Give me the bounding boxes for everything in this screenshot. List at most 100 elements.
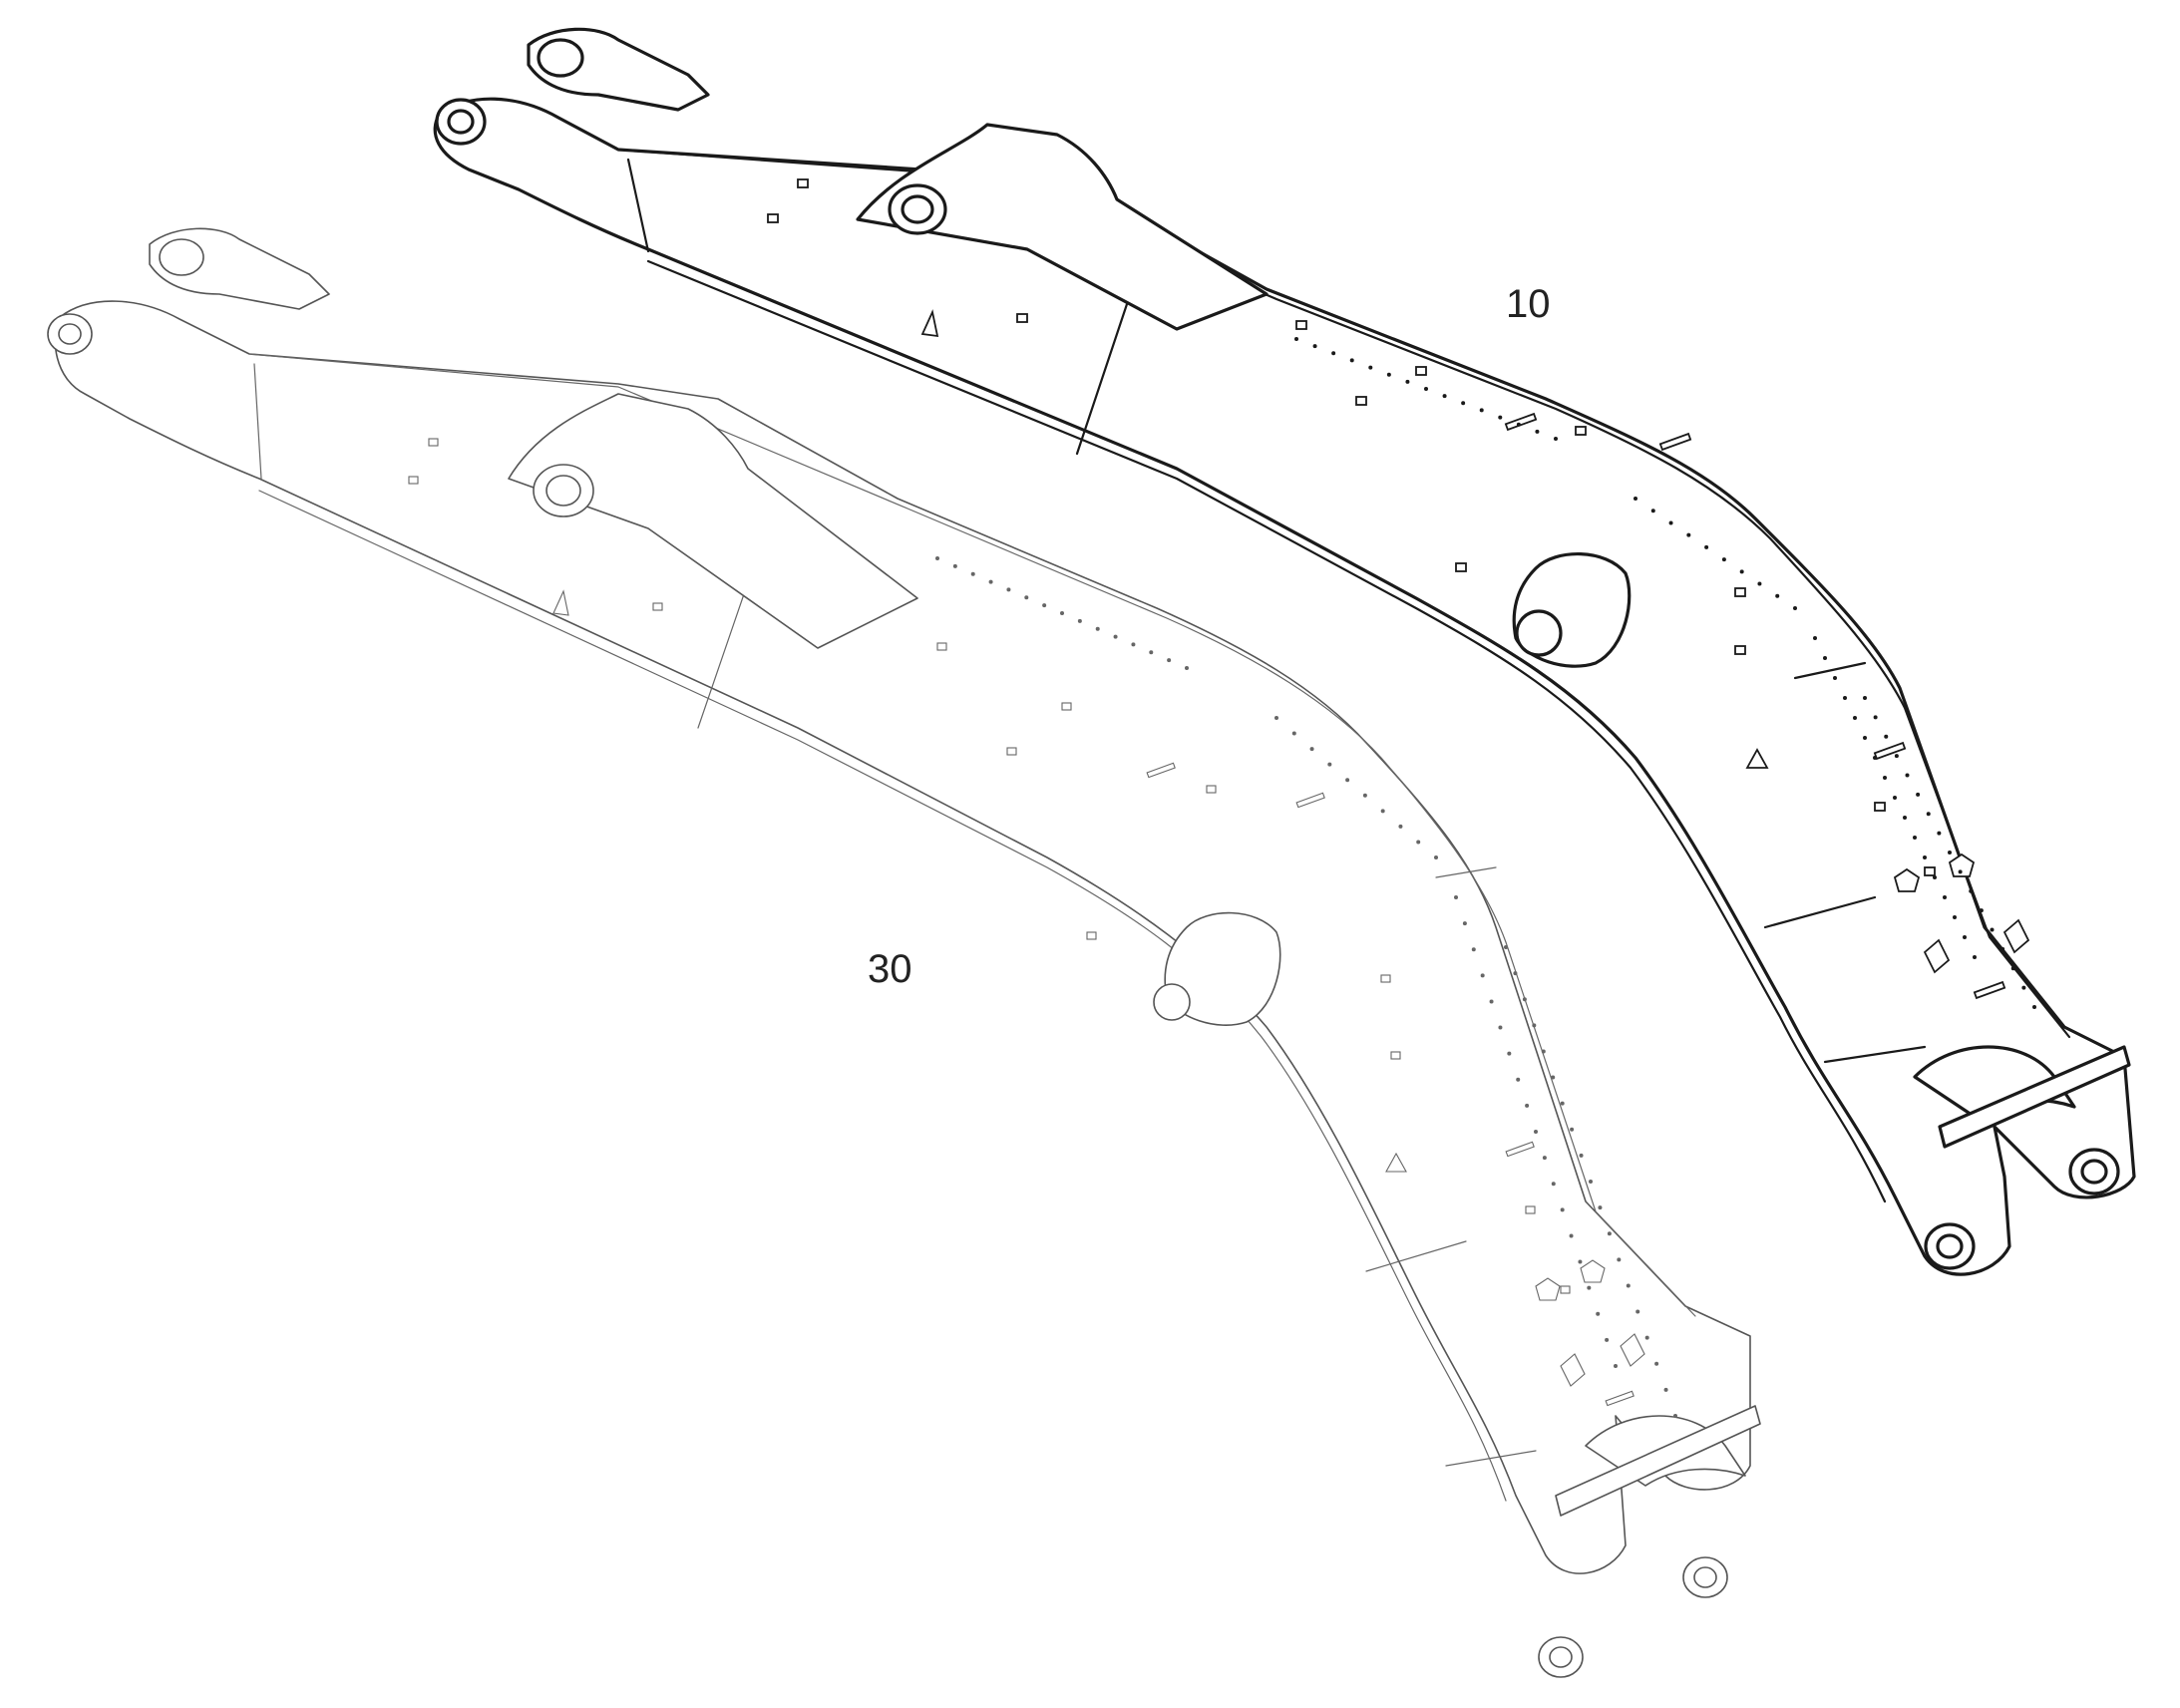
rivet-dot bbox=[1167, 658, 1172, 663]
rivet-dot bbox=[1843, 696, 1847, 700]
rivet-dot bbox=[1873, 715, 1878, 720]
rivet-dot bbox=[1542, 1156, 1547, 1161]
rivet-dot bbox=[1614, 1364, 1618, 1368]
rivet-dot bbox=[1498, 415, 1503, 420]
rivet-dot bbox=[1923, 855, 1927, 859]
boom-10-rivets bbox=[1294, 337, 2036, 1009]
rivet-dot bbox=[1587, 1285, 1592, 1290]
rivet-dot bbox=[1589, 1180, 1593, 1184]
rivet-dot bbox=[2000, 946, 2005, 951]
rivet-dot bbox=[1462, 921, 1467, 926]
boom-30-lower-edge bbox=[258, 490, 1507, 1502]
boom-30-lug-1 bbox=[1535, 1277, 1561, 1301]
rivet-dot bbox=[1607, 1231, 1612, 1236]
boom-10-foot-pin-upper bbox=[537, 38, 584, 78]
rivet-dot bbox=[1958, 869, 1963, 874]
rivet-dot bbox=[1095, 626, 1100, 631]
rivet-dot bbox=[1312, 344, 1317, 349]
rivet-dot bbox=[1979, 908, 1984, 913]
rivet-dot bbox=[1963, 935, 1967, 939]
boom-10-tip-crossbar bbox=[1938, 1045, 2131, 1149]
rivet-dot bbox=[1454, 895, 1458, 899]
rivet-dot bbox=[1185, 666, 1189, 670]
boom-10-top-edge bbox=[616, 148, 2071, 1039]
rivet-dot bbox=[1274, 716, 1278, 720]
rivet-dot bbox=[1686, 532, 1691, 537]
rivet-dot bbox=[1516, 422, 1521, 427]
boom-30-web-line-1 bbox=[253, 363, 262, 480]
rivet-dot bbox=[1884, 734, 1889, 739]
rivet-dot bbox=[1349, 358, 1354, 363]
boom-10-lug-1 bbox=[1893, 867, 1921, 892]
rivet-dot bbox=[1853, 716, 1857, 720]
rivet-dot bbox=[1635, 1309, 1640, 1314]
rivet-dot bbox=[1596, 1311, 1601, 1316]
rivet-dot bbox=[1757, 581, 1762, 586]
rivet-dot bbox=[1969, 888, 1974, 893]
rivet-dot bbox=[1813, 636, 1817, 640]
rivet-dot bbox=[1560, 1207, 1565, 1212]
boom-30-cylinder-bracket bbox=[508, 393, 918, 649]
boom-10-plate-marks bbox=[767, 178, 2030, 1000]
rivet-dot bbox=[1560, 1101, 1565, 1106]
rivet-dot bbox=[2010, 966, 2015, 971]
rivet-dot bbox=[1489, 999, 1494, 1004]
boom-10-web-line-4 bbox=[1763, 895, 1877, 929]
rivet-dot bbox=[1704, 544, 1709, 549]
rivet-dot bbox=[1833, 676, 1837, 680]
rivet-dot bbox=[1990, 927, 1995, 932]
boom-10-tip-pin-right-inner bbox=[2080, 1159, 2108, 1185]
rivet-dot bbox=[1894, 754, 1899, 759]
rivet-dot bbox=[1933, 875, 1937, 879]
rivet-dot bbox=[1386, 372, 1391, 377]
rivet-dot bbox=[1006, 587, 1011, 592]
boom-10-foot-pin-lower-inner bbox=[447, 109, 475, 135]
rivet-dot bbox=[1551, 1182, 1556, 1187]
boom-10-tri-mark bbox=[1745, 748, 1769, 769]
rivet-dot bbox=[1345, 778, 1350, 783]
boom-30-rivets bbox=[935, 556, 1677, 1418]
boom-10-lug-4 bbox=[2002, 918, 2030, 954]
rivet-dot bbox=[970, 571, 975, 576]
rivet-dot bbox=[1042, 603, 1047, 608]
rivet-dot bbox=[1893, 796, 1897, 800]
rivet-dot bbox=[1368, 365, 1373, 370]
boom-10-bracket-boss-inner bbox=[901, 194, 934, 224]
rivet-dot bbox=[1668, 520, 1673, 525]
rivet-dot bbox=[1863, 736, 1867, 740]
rivet-dot bbox=[1948, 851, 1952, 854]
rivet-dot bbox=[1578, 1259, 1583, 1264]
rivet-dot bbox=[1434, 855, 1438, 859]
boom-10-lower-edge bbox=[646, 259, 1887, 1203]
rivet-dot bbox=[1650, 509, 1655, 513]
boom-30-tip-pin-left-inner bbox=[1549, 1646, 1573, 1668]
rivet-dot bbox=[1331, 351, 1336, 356]
rivet-dot bbox=[1570, 1127, 1575, 1132]
callout-label-10: 10 bbox=[1506, 282, 1551, 326]
rivet-dot bbox=[1479, 408, 1484, 413]
rivet-dot bbox=[1498, 1025, 1503, 1030]
rivet-dot bbox=[1916, 792, 1921, 797]
rivet-dot bbox=[1554, 437, 1558, 441]
boom-30-lug-4 bbox=[1620, 1333, 1645, 1367]
boom-10-web-line-5 bbox=[1823, 1045, 1927, 1064]
rivet-dot bbox=[1775, 593, 1780, 598]
rivet-dot bbox=[1926, 812, 1931, 817]
rivet-dot bbox=[1739, 569, 1744, 574]
rivet-dot bbox=[1626, 1283, 1631, 1288]
rivet-dot bbox=[1522, 997, 1527, 1002]
rivet-dot bbox=[1525, 1103, 1530, 1108]
rivet-dot bbox=[1294, 337, 1298, 341]
rivet-dot bbox=[1513, 971, 1518, 976]
rivet-dot bbox=[1541, 1049, 1546, 1054]
rivet-dot bbox=[1380, 809, 1385, 814]
rivet-dot bbox=[1863, 696, 1867, 700]
rivet-dot bbox=[1598, 1205, 1603, 1210]
rivet-dot bbox=[1873, 756, 1877, 760]
boom-30-part bbox=[47, 227, 1761, 1678]
boom-30-web-line-4 bbox=[1365, 1240, 1467, 1272]
rivet-dot bbox=[1534, 1130, 1538, 1134]
rivet-dot bbox=[1634, 497, 1637, 501]
rivet-dot bbox=[1131, 642, 1136, 647]
